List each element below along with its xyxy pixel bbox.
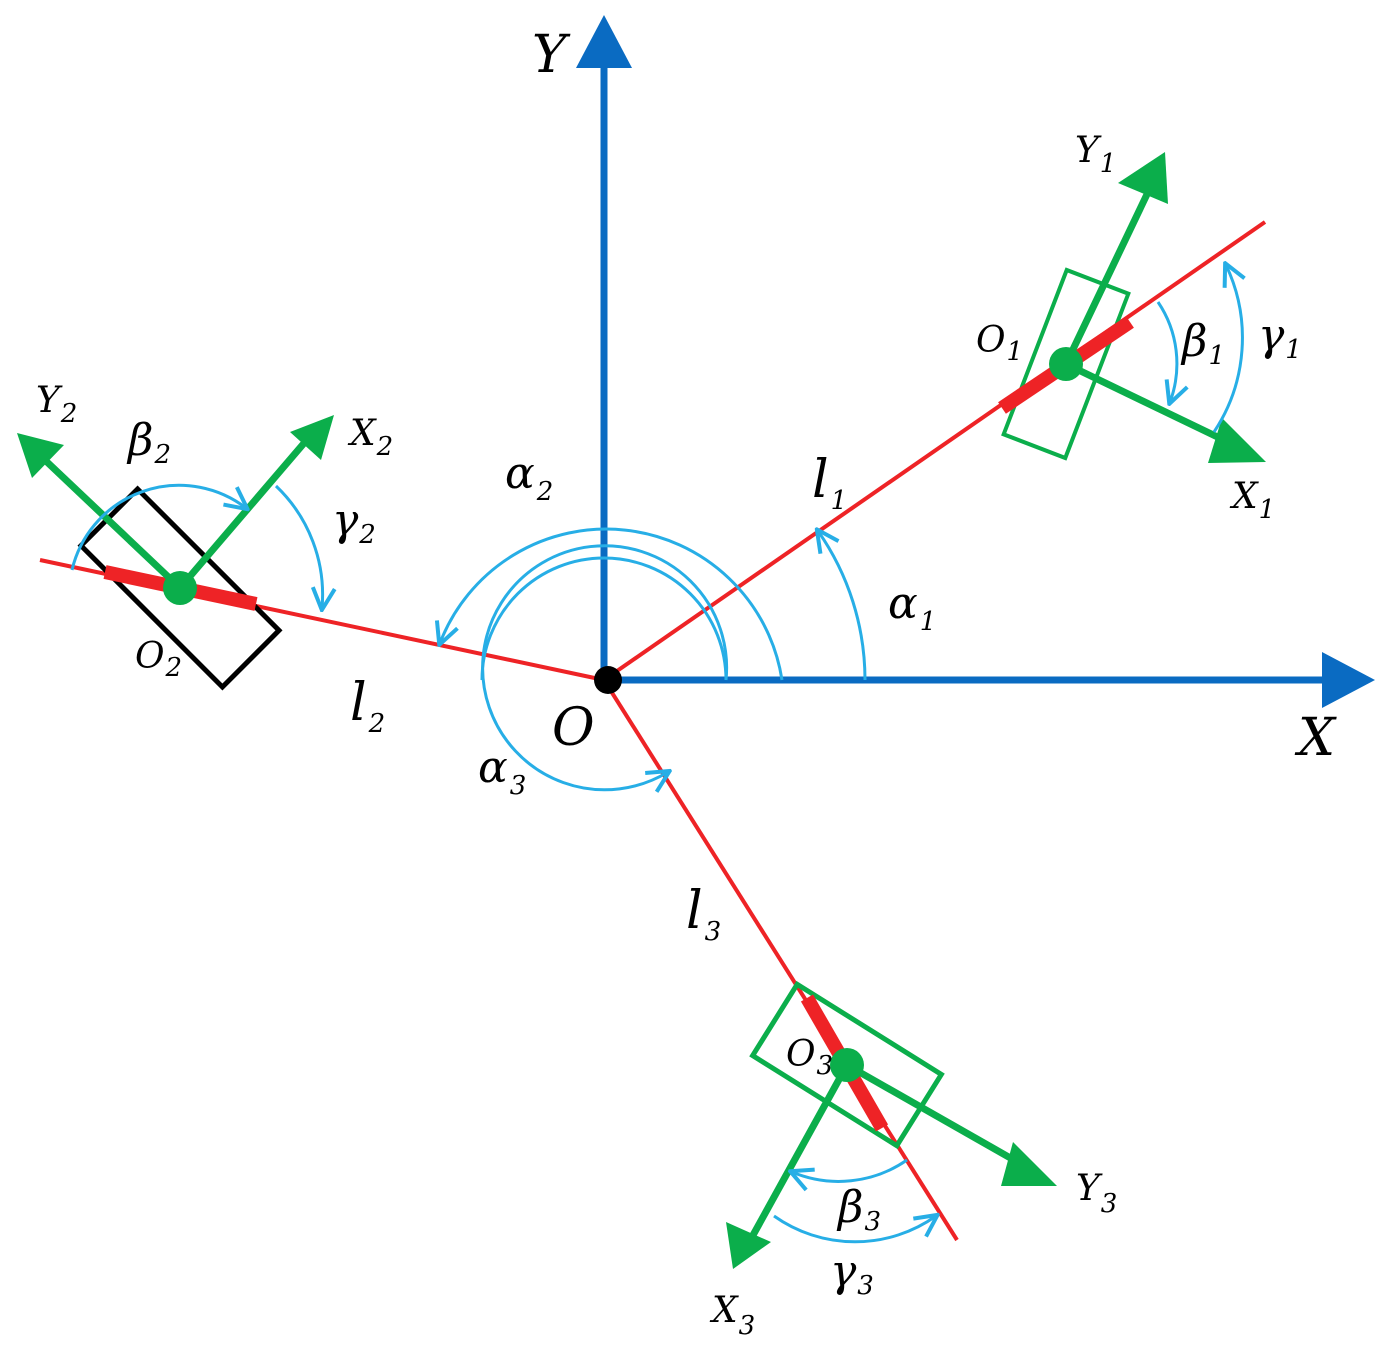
x2-label: X2 — [347, 413, 393, 462]
robot-2-x-arrowhead — [290, 415, 334, 460]
alpha3-label: α3 — [478, 742, 526, 801]
global-axes — [576, 15, 1375, 708]
gamma1-arc — [1212, 265, 1242, 433]
alpha1-label: α1 — [888, 578, 936, 637]
x-axis-arrowhead — [1322, 652, 1375, 708]
y-axis-arrowhead — [576, 15, 632, 68]
y1-label: Y1 — [1075, 130, 1116, 179]
o2-label: O2 — [135, 636, 182, 683]
l3-label: l3 — [686, 881, 721, 947]
robot-1-y-axis-line — [1062, 186, 1154, 366]
gamma2-arc — [274, 484, 323, 608]
robot-3-y-arrowhead — [1001, 1142, 1057, 1186]
y2-label: Y2 — [36, 380, 77, 429]
origin-point — [594, 666, 622, 694]
beta2-label: β2 — [126, 415, 171, 470]
origin-label: O — [552, 698, 595, 758]
gamma2-label: γ2 — [332, 495, 376, 550]
robot-1-center-o1 — [1049, 347, 1083, 381]
robot-2-center-o2 — [163, 571, 197, 605]
y-axis-label: Y — [532, 25, 571, 85]
o1-label: O1 — [976, 320, 1023, 367]
beta3-arc — [792, 1158, 908, 1181]
gamma3-arc — [773, 1216, 936, 1244]
alpha2-arc — [440, 527, 784, 681]
gamma1-label: γ1 — [1258, 310, 1302, 365]
robot-2-y-arrowhead — [17, 433, 64, 478]
robot-3-x-axis-line — [748, 1063, 851, 1239]
o3-label: O3 — [786, 1034, 833, 1081]
x3-label: X3 — [709, 1290, 755, 1341]
robot-3-center-o3 — [830, 1048, 864, 1082]
link-l3 — [602, 678, 959, 1242]
alpha2-label: α2 — [505, 448, 553, 507]
beta1-label: β1 — [1180, 316, 1225, 371]
robot-2 — [17, 415, 334, 691]
global-angle-arcs — [440, 527, 867, 790]
inner-ref-arc — [480, 556, 728, 681]
gamma3-label: γ3 — [830, 1246, 874, 1301]
link-l1 — [602, 220, 1267, 682]
robot-1-x-arrowhead — [1208, 418, 1266, 463]
alpha1-arc — [818, 531, 867, 681]
beta3-label: β3 — [836, 1182, 881, 1237]
beta2-arc — [70, 483, 246, 571]
l2-label: l2 — [350, 673, 385, 739]
robot-3-y-axis-line — [845, 1061, 1030, 1172]
robot-2-y-axis-line — [44, 459, 183, 591]
l1-label: l1 — [812, 450, 847, 516]
robot-1-y-arrowhead — [1118, 152, 1168, 204]
y3-label: Y3 — [1076, 1168, 1117, 1219]
robot-3 — [726, 980, 1057, 1269]
x1-label: X1 — [1229, 476, 1275, 525]
x-axis-label: X — [1294, 708, 1337, 768]
robot-2-x-axis-line — [177, 439, 308, 591]
beta1-arc — [1156, 301, 1177, 402]
alpha3-arc — [481, 544, 729, 790]
labels: Y X O l1 l2 l3 α1 α2 α3 O1 Y1 X1 β1 γ1 O… — [36, 25, 1337, 1341]
robot-1-x-axis-line — [1064, 360, 1232, 447]
robot-1 — [998, 152, 1266, 463]
robot-3-x-arrowhead — [726, 1222, 771, 1269]
